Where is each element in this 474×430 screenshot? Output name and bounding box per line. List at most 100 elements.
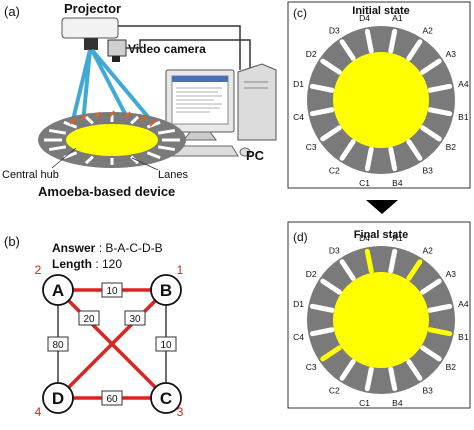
edge-weight-D-C: 60 [106, 394, 118, 405]
device-lane [84, 155, 94, 165]
projector-icon [61, 17, 119, 39]
device-lanes [44, 115, 180, 165]
node-D [42, 382, 74, 414]
node-C [150, 382, 182, 414]
lane-A2 [406, 259, 423, 281]
panel-a: (a) Projector Video camera [2, 1, 277, 199]
device-lane [157, 128, 176, 135]
lane-label-B4: B4 [392, 178, 403, 188]
lane-label-A1: A1 [392, 233, 403, 243]
lane-B4 [388, 146, 398, 172]
lane-B1 [427, 107, 453, 117]
final-state-title: Final state [354, 229, 408, 241]
lane-label-B1: B1 [458, 112, 469, 122]
device-label: Amoeba-based device [38, 184, 175, 199]
lane-C4 [309, 327, 335, 337]
monitor-stand [183, 131, 217, 141]
panel-d: (d) Final state A1A2A3A4B1B2B3B4C1C2C3C4… [287, 221, 471, 409]
panel-c-tag: (c) [293, 6, 307, 20]
amoeba-hub [333, 52, 429, 148]
amoeba-hub [333, 272, 429, 368]
device-lane [157, 145, 176, 152]
lane-label-B2: B2 [446, 362, 457, 372]
lane-label-D2: D2 [306, 269, 317, 279]
projector-lens-icon [84, 38, 98, 50]
panel-d-tag: (d) [293, 230, 308, 244]
lane-label-B2: B2 [446, 142, 457, 152]
device-lane [63, 151, 78, 160]
lane-A4 [427, 303, 453, 313]
edge-weight-B-C: 10 [160, 340, 172, 351]
node-label-D: D [52, 389, 64, 408]
lane-D2 [320, 278, 342, 295]
lane-C2 [339, 139, 356, 161]
panel-b-tag: (b) [4, 234, 20, 249]
node-rank-A: 2 [35, 263, 42, 277]
video-camera-label: Video camera [128, 42, 206, 56]
lane-A1 [388, 28, 398, 54]
lane-C1 [364, 366, 374, 392]
edge-weight-A-C: 20 [83, 314, 95, 325]
lane-B3 [406, 139, 423, 161]
node-label-A: A [52, 281, 64, 300]
initial-state-title: Initial state [352, 5, 409, 17]
node-rank-C: 3 [177, 405, 184, 419]
lane-label-A1: A1 [392, 13, 403, 23]
lane-label-A3: A3 [446, 49, 457, 59]
lane-label-D4: D4 [359, 13, 370, 23]
lane-D2 [320, 58, 342, 75]
lane-A1 [388, 248, 398, 274]
camera-cable [126, 39, 251, 70]
lane-label-A2: A2 [422, 26, 433, 36]
lane-label-C4: C4 [293, 332, 304, 342]
node-label-B: B [160, 281, 172, 300]
edge-weight-B-D: 30 [129, 314, 141, 325]
orange-markers [69, 110, 157, 127]
device-lane [48, 128, 67, 135]
length-line: Length : 120 [52, 257, 122, 271]
lane-label-D3: D3 [329, 26, 340, 36]
device-lane [63, 120, 78, 129]
lane-C3 [320, 125, 342, 142]
edge-weight-box [124, 310, 146, 326]
lanes-label: Lanes [158, 169, 188, 181]
answer-line: Answer : B-A-C-D-B [52, 241, 163, 255]
lane-C3 [320, 345, 342, 362]
lane-A4 [427, 83, 453, 93]
video-camera-icon [107, 39, 127, 57]
lane-label-B1: B1 [458, 332, 469, 342]
lane-label-C2: C2 [329, 385, 340, 395]
central-hub-label: Central hub [2, 169, 59, 181]
lane-A2 [406, 39, 423, 61]
lane-label-D1: D1 [293, 79, 304, 89]
central-hub [66, 124, 158, 156]
lane-label-C2: C2 [329, 165, 340, 175]
edge-weight-box [47, 336, 69, 352]
edge-weight-box [155, 336, 177, 352]
device-lane [48, 145, 67, 152]
mouse-icon [239, 147, 251, 157]
lane-D3 [339, 39, 356, 61]
lane-B2 [420, 125, 442, 142]
lane-label-D4: D4 [359, 233, 370, 243]
node-A [42, 274, 74, 306]
projector-cable [118, 25, 241, 70]
lane-B4 [388, 366, 398, 392]
lane-label-A4: A4 [458, 79, 469, 89]
edge-weight-A-D: 80 [52, 340, 64, 351]
node-label-C: C [160, 389, 172, 408]
edge-B-D [56, 288, 168, 400]
node-rank-D: 4 [35, 405, 42, 419]
node-B [150, 274, 182, 306]
lane-D1 [309, 83, 335, 93]
down-arrow-icon [366, 200, 398, 214]
lane-C2 [339, 359, 356, 381]
device-lane [146, 120, 161, 129]
lane-label-B3: B3 [422, 165, 433, 175]
lane-D4 [364, 248, 374, 274]
lane-D1 [309, 303, 335, 313]
